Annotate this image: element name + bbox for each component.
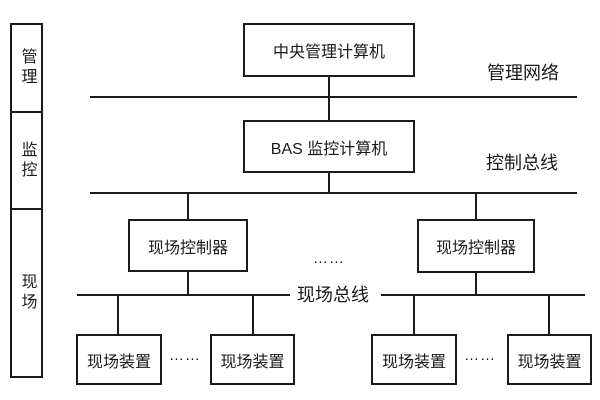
connector-central-to-bas [328, 77, 330, 120]
node-field-controller-right: 现场控制器 [417, 219, 535, 273]
control-bus-label: 控制总线 [486, 153, 558, 173]
connector-field-bus-to-device-3 [413, 295, 415, 334]
connector-bas-to-control-bus [328, 172, 330, 193]
connector-controller-right-to-field-bus [475, 272, 477, 295]
node-bas-monitoring-computer: BAS 监控计算机 [243, 120, 415, 173]
field-bus-line-right [381, 294, 585, 296]
ellipsis-more-controllers: …… [313, 250, 345, 267]
node-central-management-computer: 中央管理计算机 [243, 23, 415, 77]
connector-field-bus-to-device-1 [117, 295, 119, 334]
layer-label-management: 管理 [18, 48, 36, 88]
node-field-device-3: 现场装置 [371, 334, 457, 385]
field-bus-label: 现场总线 [297, 285, 369, 305]
field-bus-line-left [77, 294, 290, 296]
connector-control-bus-to-controller-right [475, 193, 477, 219]
connector-controller-left-to-field-bus [187, 271, 189, 295]
management-network-bus-line [90, 96, 577, 98]
layer-label-monitoring: 监控 [12, 111, 41, 208]
ellipsis-more-devices-left: …… [169, 347, 201, 364]
node-field-device-1: 现场装置 [76, 334, 162, 385]
layer-label-field: 现场 [12, 208, 41, 376]
connector-control-bus-to-controller-left [187, 193, 189, 219]
connector-field-bus-to-device-4 [548, 295, 550, 334]
node-field-device-4: 现场装置 [507, 334, 592, 385]
control-bus-line [90, 192, 577, 194]
layer-sidebar: 管理 监控 现场 [10, 23, 43, 378]
connector-field-bus-to-device-2 [252, 295, 254, 334]
node-field-controller-left: 现场控制器 [128, 219, 248, 272]
ellipsis-more-devices-right: …… [464, 347, 496, 364]
management-network-label: 管理网络 [487, 63, 559, 83]
node-field-device-2: 现场装置 [210, 334, 295, 385]
